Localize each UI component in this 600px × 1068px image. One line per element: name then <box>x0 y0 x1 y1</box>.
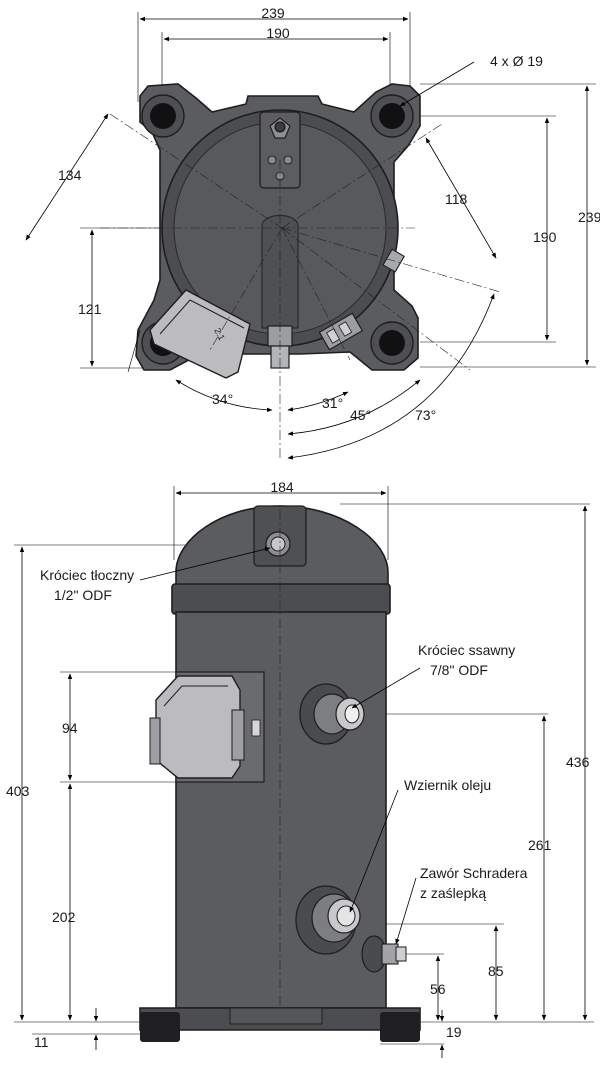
dim-overall-depth: 239 <box>578 209 600 225</box>
terminal-box-top: 2.1 <box>149 289 251 379</box>
angle-31: 31° <box>322 395 343 411</box>
side-view: 184 403 94 202 436 261 85 56 11 19 Króci… <box>6 479 594 1058</box>
dim-overall-width: 239 <box>261 5 285 21</box>
bolt-hole-top-left <box>141 94 185 138</box>
dim-diagonal-left: 134 <box>58 167 82 183</box>
dim-bolt-spacing-y: 190 <box>533 229 557 245</box>
dim-diagonal-right: 118 <box>445 191 468 207</box>
foot-left <box>140 1012 180 1042</box>
dim-discharge-height: 403 <box>6 783 30 799</box>
angle-45: 45° <box>350 407 371 423</box>
dim-bolt-spacing-x: 190 <box>266 25 290 41</box>
terminal-box <box>149 671 265 783</box>
suction-size-label: 7/8" ODF <box>430 662 488 678</box>
dim-foot-height-left: 11 <box>34 1034 49 1050</box>
dim-foot-height-right: 19 <box>446 1024 462 1040</box>
dim-overall-height: 436 <box>566 754 590 770</box>
top-view: 2.1 239 190 4 x Ø 19 134 <box>25 5 600 460</box>
angle-73: 73° <box>415 407 436 423</box>
suction-port <box>299 683 365 745</box>
schrader-label: Zawór Schradera <box>420 865 528 881</box>
dim-sight-glass-height: 56 <box>430 981 446 997</box>
dim-terminal-box-base: 202 <box>52 909 76 925</box>
dim-bolt-holes: 4 x Ø 19 <box>490 53 543 69</box>
schrader-valve <box>361 935 407 973</box>
angle-34: 34° <box>212 391 233 407</box>
dim-left-offset: 121 <box>78 301 102 317</box>
dim-suction-height: 261 <box>528 837 552 853</box>
foot-right <box>380 1012 420 1042</box>
schrader-cap-label: z zaślepką <box>420 885 486 901</box>
sight-glass-label: Wziernik oleju <box>404 777 491 793</box>
dim-terminal-box-height: 94 <box>62 720 78 736</box>
suction-label: Króciec ssawny <box>418 642 515 658</box>
dim-schrader-height: 85 <box>488 963 504 979</box>
discharge-label: Króciec tłoczny <box>40 567 134 583</box>
discharge-size-label: 1/2" ODF <box>54 587 112 603</box>
bolt-hole-bottom-right <box>370 321 414 365</box>
weld-ring <box>171 583 391 615</box>
bolt-hole-top-right <box>370 94 414 138</box>
dim-body-diameter: 184 <box>270 479 294 495</box>
